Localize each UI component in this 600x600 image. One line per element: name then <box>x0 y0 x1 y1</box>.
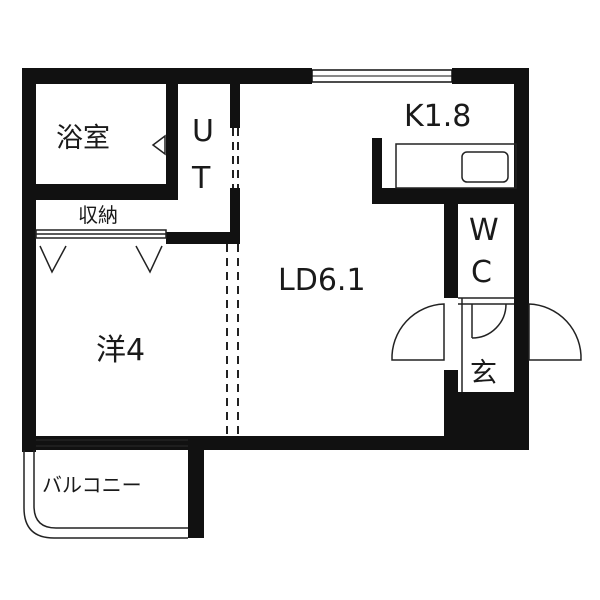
western-room-label: 洋4 <box>96 333 145 368</box>
balcony-label: バルコニー <box>42 473 142 497</box>
utility-u-label: U <box>192 114 214 149</box>
interior-walls <box>36 84 529 392</box>
wc-w-label: W <box>469 213 499 248</box>
kitchen-counter <box>395 143 517 189</box>
utility-t-label: T <box>191 161 211 196</box>
dashed-openings <box>226 128 239 436</box>
front-door-right <box>528 303 582 361</box>
entrance-label: 玄 <box>470 358 497 389</box>
closet-label: 収納 <box>78 203 118 227</box>
balcony <box>23 439 188 539</box>
exterior-walls <box>22 68 529 538</box>
bath-door-marker <box>151 134 166 156</box>
closet-doors <box>35 229 167 274</box>
kitchen-label: K1.8 <box>404 99 471 134</box>
living-dining-label: LD6.1 <box>278 263 366 298</box>
entrance-frame <box>458 297 514 392</box>
front-door-left <box>391 303 445 361</box>
bath-label: 浴室 <box>56 123 110 154</box>
wc-door <box>471 303 507 339</box>
wc-c-label: C <box>471 255 492 290</box>
top-window <box>311 69 453 83</box>
